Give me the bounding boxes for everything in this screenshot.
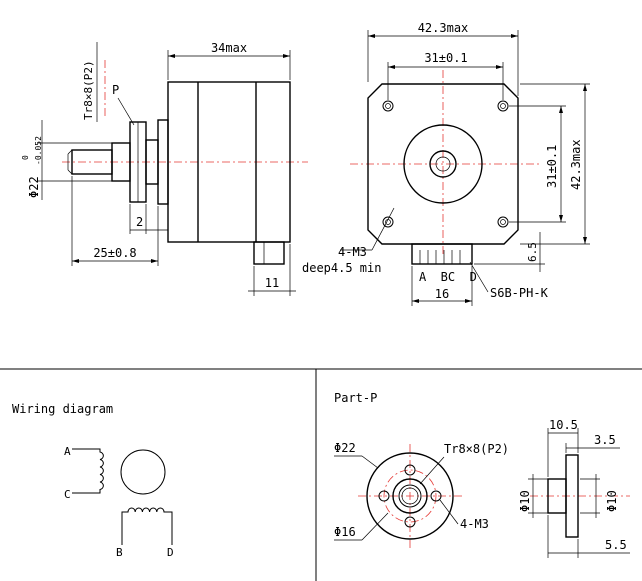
arrow <box>583 84 587 91</box>
m3-leader <box>371 207 395 251</box>
phi16-leader <box>361 512 389 541</box>
partp-dim-5-5: 5.5 <box>605 538 627 552</box>
dim-34max: 34max <box>211 41 247 55</box>
mount-hole <box>497 216 509 228</box>
arrow <box>168 54 175 58</box>
arrow <box>151 259 158 263</box>
shaft-chamfer-top <box>67 149 73 155</box>
front-shaft <box>429 150 457 178</box>
part-p-panel: Part-P Φ22 Tr8×8(P2) Φ16 4-M3 <box>334 391 630 558</box>
front-connector <box>411 243 473 265</box>
mount-hole <box>382 100 394 112</box>
flange-hole <box>378 490 390 502</box>
label-p: P <box>112 83 119 97</box>
flange-outer <box>366 452 454 540</box>
partp-dim-thread: Tr8×8(P2) <box>444 442 509 456</box>
coil-bd <box>121 507 173 545</box>
partp-dim-10-5: 10.5 <box>549 418 578 432</box>
connector-leader <box>469 261 489 293</box>
front-body-outline <box>367 83 519 245</box>
pin-b-label: B <box>116 546 123 559</box>
mount-hole <box>497 100 509 112</box>
thread-leader-p <box>419 456 445 485</box>
flange-bore <box>398 484 422 508</box>
m3-leader-p <box>439 499 459 525</box>
pin-d-label: D <box>167 546 174 559</box>
label-deep: deep4.5 min <box>302 261 381 275</box>
label-4m3: 4-M3 <box>338 245 367 259</box>
dim-31-top: 31±0.1 <box>424 51 467 65</box>
partp-dim-3-5: 3.5 <box>594 433 616 447</box>
dim-25: 25±0.8 <box>93 246 136 260</box>
mount-hole-inner <box>385 103 391 109</box>
side-view: 34max Tr8×8(P2) P Φ22 0 -0.052 2 25±0.8 … <box>21 41 308 296</box>
coil-ac <box>72 448 104 494</box>
mount-hole-inner <box>385 219 391 225</box>
connector-name: S6B-PH-K <box>490 286 549 300</box>
dim-11: 11 <box>265 276 279 290</box>
mount-hole-inner <box>500 219 506 225</box>
side-connector <box>253 241 285 265</box>
dim-42-3max-right: 42.3max <box>569 139 583 190</box>
flange-thread <box>401 487 419 505</box>
bolt-circle <box>383 469 437 523</box>
dim-phi22-upper: 0 <box>21 155 30 160</box>
partp-label-4m3: 4-M3 <box>460 517 489 531</box>
dim-thread-tr8: Tr8×8(P2) <box>82 60 95 120</box>
front-view: 42.3max 31±0.1 31±0.1 42.3max 6.5 4-M3 d… <box>302 21 590 306</box>
front-shaft-inner <box>435 156 451 172</box>
front-boss <box>403 124 483 204</box>
pin-c-label: C <box>64 488 71 501</box>
partp-dim-phi16: Φ16 <box>334 525 356 539</box>
flange-hub <box>392 478 428 514</box>
connector-pins <box>419 250 461 264</box>
dim-phi22: Φ22 <box>27 176 41 198</box>
mount-hole-inner <box>500 103 506 109</box>
dim-6-5: 6.5 <box>526 242 539 262</box>
flange-hole <box>404 516 416 528</box>
arrow <box>412 299 419 303</box>
profile-flange <box>565 454 579 538</box>
wiring-title: Wiring diagram <box>12 402 113 416</box>
arrow <box>388 65 395 69</box>
motor-body <box>167 81 291 243</box>
dim-phi22-lower: -0.052 <box>34 136 43 165</box>
arrow <box>559 106 563 113</box>
mount-hole <box>382 216 394 228</box>
shaft-chamfer-bottom <box>67 169 73 175</box>
arrow <box>283 54 290 58</box>
dim-2: 2 <box>136 215 143 229</box>
partp-dim-phi10-left: Φ10 <box>518 490 532 512</box>
arrow <box>465 299 472 303</box>
connector-pins-label: A BC D <box>419 270 477 284</box>
flange-hole <box>404 464 416 476</box>
p-leader <box>117 97 135 126</box>
flange-hole <box>430 490 442 502</box>
phi22-leader <box>361 455 379 469</box>
dim-31-right: 31±0.1 <box>545 145 559 188</box>
arrow <box>559 215 563 222</box>
partp-dim-phi22: Φ22 <box>334 441 356 455</box>
pin-a-label: A <box>64 445 71 458</box>
arrow <box>496 65 503 69</box>
dim-42-3max-top: 42.3max <box>418 21 469 35</box>
wiring-panel: Wiring diagram A C B D <box>12 402 174 559</box>
mounting-holes <box>382 100 509 228</box>
rotor-circle <box>120 449 166 495</box>
arrow <box>583 237 587 244</box>
arrow <box>72 259 79 263</box>
arrow <box>511 34 518 38</box>
part-p-title: Part-P <box>334 391 377 405</box>
arrow <box>368 34 375 38</box>
partp-dim-phi10-right: Φ10 <box>605 490 619 512</box>
dim-16: 16 <box>435 287 449 301</box>
